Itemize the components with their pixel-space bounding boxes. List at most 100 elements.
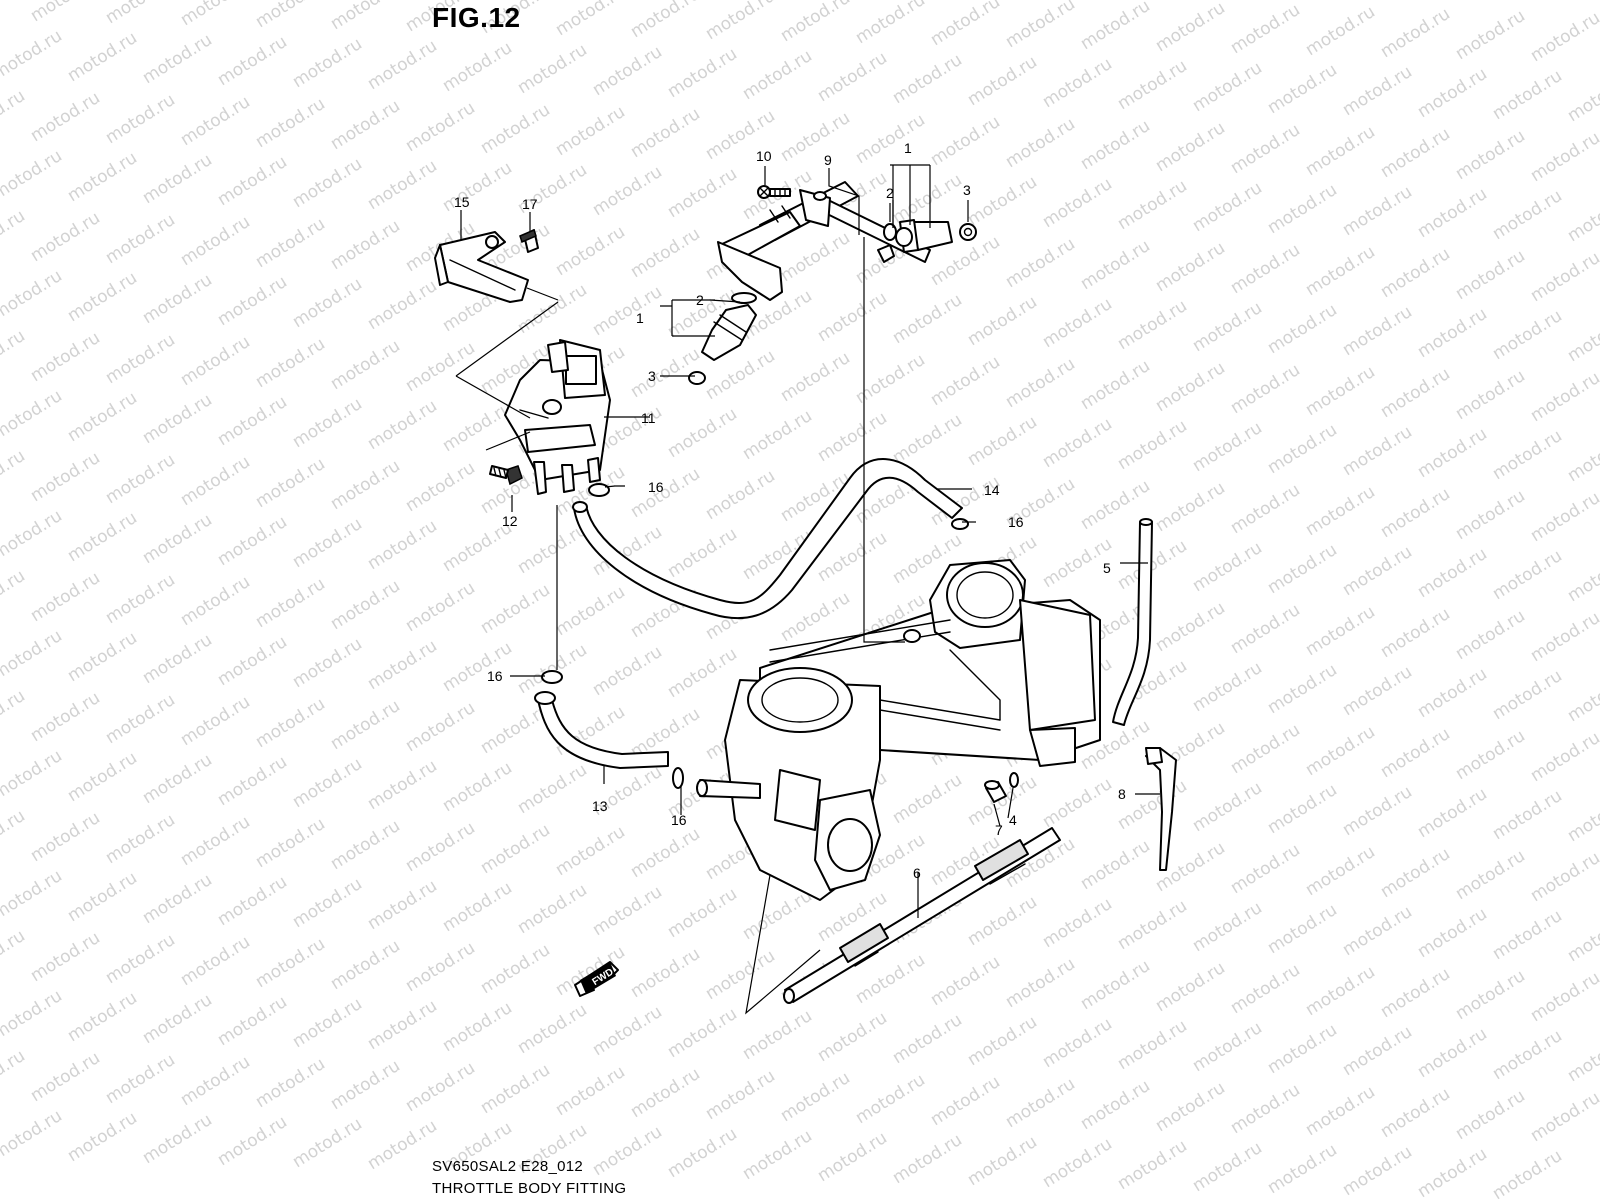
watermark-text: motod.ru bbox=[1114, 176, 1191, 234]
watermark-text: motod.ru bbox=[139, 990, 216, 1048]
watermark-text: motod.ru bbox=[1377, 124, 1454, 182]
watermark-text: motod.ru bbox=[889, 1010, 966, 1068]
watermark-text: motod.ru bbox=[1302, 122, 1379, 180]
watermark-text: motod.ru bbox=[1039, 1014, 1116, 1072]
watermark-text: motod.ru bbox=[1264, 900, 1341, 958]
watermark-text: motod.ru bbox=[739, 886, 816, 944]
watermark-text: motod.ru bbox=[627, 464, 704, 522]
watermark-text: motod.ru bbox=[0, 146, 66, 204]
watermark-text: motod.ru bbox=[27, 208, 104, 266]
watermark-text: motod.ru bbox=[252, 214, 329, 272]
watermark-text: motod.ru bbox=[1564, 788, 1600, 846]
cable-tie-8-icon bbox=[1145, 747, 1177, 871]
watermark-text: motod.ru bbox=[252, 454, 329, 512]
watermark-text: motod.ru bbox=[889, 170, 966, 228]
watermark-text: motod.ru bbox=[1227, 480, 1304, 538]
watermark-text: motod.ru bbox=[739, 406, 816, 464]
watermark-text: motod.ru bbox=[439, 758, 516, 816]
watermark-text: motod.ru bbox=[1564, 1028, 1600, 1086]
watermark-text: motod.ru bbox=[402, 98, 479, 156]
hose-14-icon bbox=[572, 458, 963, 620]
watermark-text: motod.ru bbox=[0, 1106, 66, 1164]
watermark-text: motod.ru bbox=[477, 100, 554, 158]
bolt-12-icon bbox=[489, 465, 523, 486]
watermark-text: motod.ru bbox=[927, 952, 1004, 1010]
watermark-text: motod.ru bbox=[1152, 1078, 1229, 1136]
watermark-text: motod.ru bbox=[927, 352, 1004, 410]
watermark-text: motod.ru bbox=[514, 640, 591, 698]
watermark-text: motod.ru bbox=[1189, 298, 1266, 356]
watermark-text: motod.ru bbox=[177, 572, 254, 630]
watermark-text: motod.ru bbox=[1264, 660, 1341, 718]
watermark-text: motod.ru bbox=[139, 870, 216, 928]
watermark-text: motod.ru bbox=[252, 694, 329, 752]
watermark-text: motod.ru bbox=[702, 0, 779, 44]
watermark-text: motod.ru bbox=[739, 46, 816, 104]
watermark-text: motod.ru bbox=[1564, 908, 1600, 966]
watermark-text: motod.ru bbox=[1452, 486, 1529, 544]
watermark-text: motod.ru bbox=[514, 760, 591, 818]
watermark-text: motod.ru bbox=[664, 524, 741, 582]
watermark-text: motod.ru bbox=[1302, 842, 1379, 900]
watermark-text: motod.ru bbox=[1264, 1020, 1341, 1078]
watermark-text: motod.ru bbox=[1077, 116, 1154, 174]
watermark-text: motod.ru bbox=[1339, 662, 1416, 720]
watermark-text: motod.ru bbox=[1414, 64, 1491, 122]
watermark-text: motod.ru bbox=[1189, 178, 1266, 236]
watermark-text: motod.ru bbox=[1452, 966, 1529, 1024]
watermark-text: motod.ru bbox=[1077, 0, 1154, 54]
watermark-text: motod.ru bbox=[1339, 1022, 1416, 1080]
watermark-text: motod.ru bbox=[139, 30, 216, 88]
watermark-text: motod.ru bbox=[0, 566, 29, 624]
watermark-text: motod.ru bbox=[964, 52, 1041, 110]
watermark-text: motod.ru bbox=[1414, 544, 1491, 602]
watermark-text: motod.ru bbox=[327, 96, 404, 154]
watermark-text: motod.ru bbox=[327, 936, 404, 994]
watermark-text: motod.ru bbox=[1527, 728, 1600, 786]
watermark-text: motod.ru bbox=[1189, 1018, 1266, 1076]
watermark-text: motod.ru bbox=[1489, 906, 1566, 964]
watermark-text: motod.ru bbox=[327, 816, 404, 874]
watermark-text: motod.ru bbox=[627, 0, 704, 42]
watermark-text: motod.ru bbox=[814, 288, 891, 346]
watermark-text: motod.ru bbox=[102, 450, 179, 508]
callout-7: 7 bbox=[995, 822, 1003, 838]
watermark-text: motod.ru bbox=[552, 582, 629, 640]
callout-16-b: 16 bbox=[1008, 514, 1024, 530]
watermark-text: motod.ru bbox=[139, 150, 216, 208]
watermark-text: motod.ru bbox=[27, 0, 104, 26]
watermark-text: motod.ru bbox=[552, 102, 629, 160]
watermark-text: motod.ru bbox=[0, 1046, 29, 1104]
watermark-text: motod.ru bbox=[477, 580, 554, 638]
watermark-text: motod.ru bbox=[64, 868, 141, 926]
watermark-text: motod.ru bbox=[252, 0, 329, 32]
watermark-text: motod.ru bbox=[664, 404, 741, 462]
watermark-text: motod.ru bbox=[177, 812, 254, 870]
watermark-text: motod.ru bbox=[1489, 306, 1566, 364]
watermark-text: motod.ru bbox=[1264, 60, 1341, 118]
watermark-text: motod.ru bbox=[1002, 354, 1079, 412]
watermark-text: motod.ru bbox=[0, 86, 29, 144]
watermark-text: motod.ru bbox=[552, 1062, 629, 1120]
watermark-text: motod.ru bbox=[1114, 776, 1191, 834]
watermark-text: motod.ru bbox=[1564, 548, 1600, 606]
watermark-text: motod.ru bbox=[289, 754, 366, 812]
watermark-text: motod.ru bbox=[402, 698, 479, 756]
callout-12: 12 bbox=[502, 513, 518, 529]
watermark-text: motod.ru bbox=[1339, 182, 1416, 240]
callout-10: 10 bbox=[756, 148, 772, 164]
watermark-text: motod.ru bbox=[1039, 894, 1116, 952]
watermark-text: motod.ru bbox=[64, 388, 141, 446]
watermark-text: motod.ru bbox=[439, 878, 516, 936]
watermark-text: motod.ru bbox=[1377, 244, 1454, 302]
callout-17: 17 bbox=[522, 196, 538, 212]
watermark-text: motod.ru bbox=[252, 334, 329, 392]
watermark-text: motod.ru bbox=[589, 282, 666, 340]
watermark-text: motod.ru bbox=[1414, 664, 1491, 722]
watermark-text: motod.ru bbox=[0, 986, 66, 1044]
watermark-text: motod.ru bbox=[0, 926, 29, 984]
callout-3-left: 3 bbox=[648, 368, 656, 384]
watermark-text: motod.ru bbox=[1002, 954, 1079, 1012]
